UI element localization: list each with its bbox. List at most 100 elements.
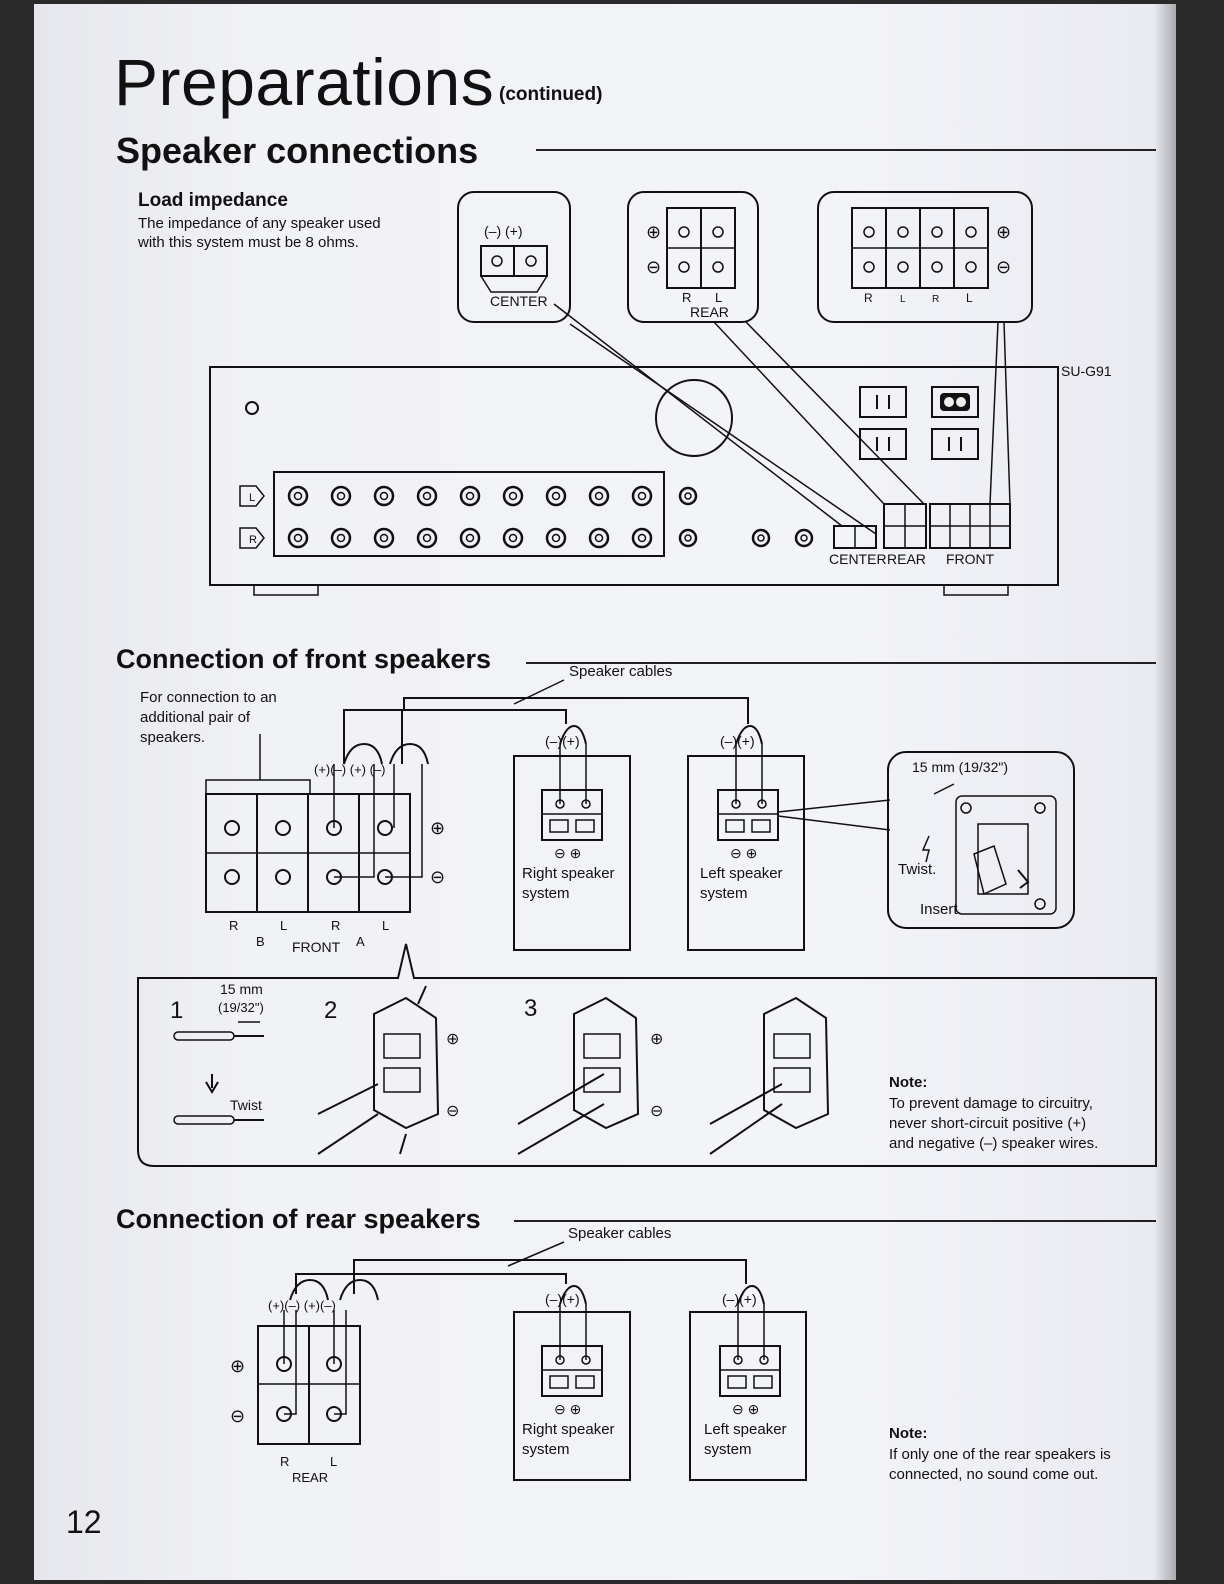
rear-note-heading: Note: (889, 1425, 928, 1442)
svg-text:L: L (249, 492, 255, 504)
svg-text:(–)(+): (–)(+) (545, 733, 580, 749)
svg-text:R: R (331, 918, 340, 933)
rca-jack (459, 485, 481, 507)
svg-text:Twist: Twist (230, 1097, 262, 1113)
svg-text:(–)(+): (–)(+) (545, 1291, 580, 1307)
speaker-connections-heading: Speaker connections (116, 130, 479, 171)
rca-jack (502, 485, 524, 507)
svg-text:⊕: ⊕ (446, 1031, 459, 1048)
svg-text:⊖: ⊖ (996, 257, 1011, 277)
section-rule (536, 149, 1156, 151)
svg-text:FRONT: FRONT (946, 551, 995, 567)
additional-pair-text-2: additional pair of (140, 709, 251, 726)
svg-text:⊖ ⊕: ⊖ ⊕ (554, 1401, 581, 1417)
svg-text:⊕: ⊕ (646, 222, 661, 242)
svg-text:(–)(+): (–)(+) (722, 1291, 757, 1307)
rear-note-line-2: connected, no sound come out. (889, 1466, 1099, 1483)
rca-jack-pin (336, 533, 346, 543)
svg-text:REAR: REAR (887, 551, 926, 567)
rca-jack (373, 485, 395, 507)
rca-jack-pin (379, 491, 389, 501)
svg-text:⊕: ⊕ (430, 818, 445, 838)
svg-text:L: L (280, 918, 287, 933)
svg-text:REAR: REAR (292, 1470, 328, 1485)
rear-speaker-wiring: Speaker cables (+)(–) (+)(–) ⊕ ⊖ R L REA… (230, 1225, 807, 1485)
rca-jack (330, 527, 352, 549)
svg-text:Right speaker: Right speaker (522, 865, 615, 882)
page-title: Preparations (114, 45, 495, 119)
page-edge-shadow (1154, 4, 1176, 1580)
svg-text:Right speaker: Right speaker (522, 1421, 615, 1438)
rear-speakers-heading: Connection of rear speakers (116, 1204, 481, 1234)
rca-jack (416, 527, 438, 549)
wiring-diagrams: (–) (+) CENTER ⊕ ⊖ R L REAR (137, 191, 1157, 1485)
rca-jack (545, 527, 567, 549)
rca-jack-pin (293, 491, 303, 501)
svg-text:SU-G91: SU-G91 (1061, 363, 1112, 379)
svg-text:15 mm: 15 mm (220, 981, 263, 997)
svg-text:2: 2 (324, 997, 337, 1024)
svg-text:(19/32"): (19/32") (218, 1000, 264, 1015)
svg-text:R: R (280, 1454, 289, 1469)
load-impedance-heading: Load impedance (138, 190, 288, 211)
rca-jack (416, 485, 438, 507)
svg-text:(+)(–) (+) (–): (+)(–) (+) (–) (314, 762, 386, 777)
svg-text:15 mm (19/32"): 15 mm (19/32") (912, 759, 1008, 775)
svg-text:R: R (249, 534, 257, 546)
svg-text:Speaker cables: Speaker cables (569, 663, 672, 680)
svg-text:⊖: ⊖ (446, 1103, 459, 1120)
svg-text:R: R (682, 290, 691, 305)
svg-text:R: R (229, 918, 238, 933)
svg-text:⊖: ⊖ (430, 867, 445, 887)
svg-text:REAR: REAR (690, 304, 729, 320)
manual-page: Preparations (continued) Speaker connect… (34, 4, 1176, 1580)
svg-text:⊖ ⊕: ⊖ ⊕ (732, 1401, 759, 1417)
rca-jack-pin (551, 533, 561, 543)
rca-jack (588, 527, 610, 549)
load-impedance-text-2: with this system must be 8 ohms. (138, 234, 359, 251)
svg-text:Left speaker: Left speaker (700, 865, 783, 882)
svg-text:3: 3 (524, 995, 537, 1022)
svg-text:L: L (330, 1454, 337, 1469)
svg-text:⊖: ⊖ (230, 1406, 245, 1426)
svg-text:⊕: ⊕ (230, 1356, 245, 1376)
svg-text:Insert.: Insert. (920, 901, 962, 918)
svg-text:system: system (522, 1441, 570, 1458)
svg-text:CENTER: CENTER (829, 551, 887, 567)
svg-text:L: L (900, 294, 906, 305)
rca-jack-pin (422, 491, 432, 501)
rear-rule (514, 1220, 1156, 1222)
continued-label: (continued) (499, 84, 603, 105)
svg-text:L: L (966, 291, 973, 305)
callout-leaders (553, 303, 1011, 535)
amplifier-rear-panel: SU-G91 L R (209, 363, 1112, 596)
svg-text:system: system (700, 885, 748, 902)
front-note-heading: Note: (889, 1074, 928, 1091)
rca-jack-pin (465, 533, 475, 543)
svg-text:FRONT: FRONT (292, 939, 341, 955)
load-impedance-text-1: The impedance of any speaker used (138, 215, 381, 232)
rca-jack-pin (508, 491, 518, 501)
wire-steps-box: 1 15 mm (19/32") Twist 2 3 ⊕ ⊖ (137, 943, 1157, 1167)
rca-jack-pin (637, 533, 647, 543)
page-number: 12 (66, 1504, 102, 1540)
rca-jack (373, 527, 395, 549)
svg-text:system: system (704, 1441, 752, 1458)
svg-text:CENTER: CENTER (490, 293, 548, 309)
rca-jack-pin (293, 533, 303, 543)
front-note-line-3: and negative (–) speaker wires. (889, 1135, 1099, 1152)
rear-terminal-callout: ⊕ ⊖ R L REAR (627, 191, 759, 323)
rca-jack-pin (551, 491, 561, 501)
rca-jack-pin (422, 533, 432, 543)
center-terminal-callout: (–) (+) CENTER (457, 191, 571, 323)
front-speaker-wiring: Speaker cables (+)(–) (+) (–) (205, 663, 1075, 955)
rear-note-line-1: If only one of the rear speakers is (889, 1446, 1111, 1463)
svg-text:⊕: ⊕ (996, 222, 1011, 242)
front-speakers-heading: Connection of front speakers (116, 644, 492, 674)
svg-text:⊖ ⊕: ⊖ ⊕ (554, 845, 581, 861)
front-note-line-2: never short-circuit positive (+) (889, 1115, 1087, 1132)
svg-text:⊕: ⊕ (650, 1031, 663, 1048)
svg-text:L: L (715, 290, 722, 305)
svg-text:system: system (522, 885, 570, 902)
svg-text:R: R (864, 291, 873, 305)
